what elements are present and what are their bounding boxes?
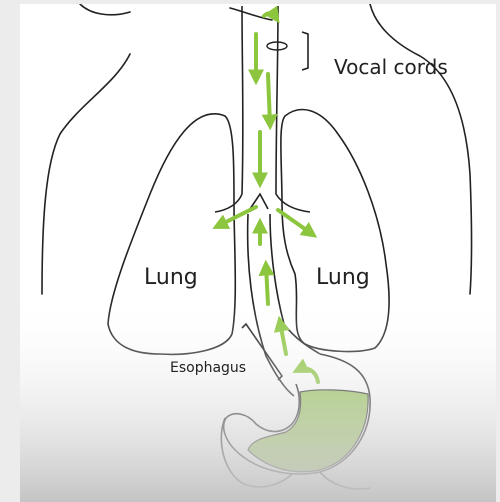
left-lung-label: Lung: [144, 265, 198, 290]
flow-arrow-icon: [268, 74, 270, 124]
respiratory-digestive-diagram: Vocal cords Lung Lung Esophagus: [20, 4, 496, 502]
vocal-cords-label: Vocal cords: [334, 55, 448, 79]
diagram-panel: Vocal cords Lung Lung Esophagus: [20, 4, 496, 502]
right-lung-label: Lung: [316, 265, 370, 290]
esophagus-label: Esophagus: [170, 360, 246, 376]
bottom-fade: [20, 296, 496, 502]
